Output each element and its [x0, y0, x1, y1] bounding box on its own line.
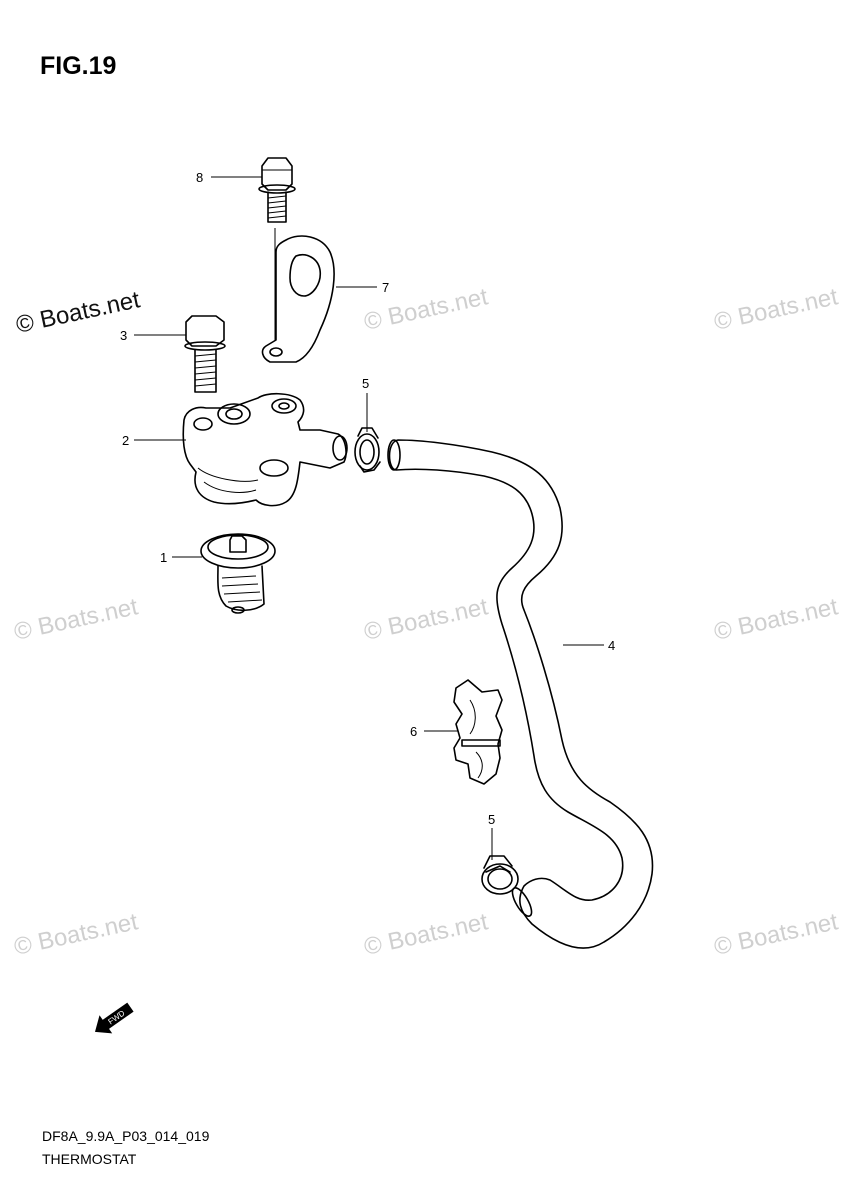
watermark-text: © Boats.net	[12, 593, 141, 646]
watermark-text: © Boats.net	[362, 593, 491, 646]
part-1-thermostat[interactable]	[200, 533, 276, 614]
part-7-bracket[interactable]	[261, 235, 335, 363]
watermark-text: © Boats.net	[11, 0, 140, 4]
watermark-text: © Boats.net	[362, 283, 491, 336]
part-4-hose[interactable]	[387, 439, 654, 949]
watermark-text: © Boats.net	[712, 908, 841, 961]
part-3-bolt[interactable]	[184, 315, 226, 393]
callout-2: 2	[122, 433, 129, 448]
part-8-bolt[interactable]	[258, 157, 296, 340]
callout-7: 7	[382, 280, 389, 295]
callout-4: 4	[608, 638, 615, 653]
watermark-text: © Boats.net	[696, 0, 825, 4]
watermark-text: © Boats.net	[356, 0, 485, 4]
leader-lines	[134, 176, 604, 860]
watermark-text: © Boats.net	[12, 908, 141, 961]
figure-title: FIG.19	[40, 52, 117, 80]
callout-1: 1	[160, 550, 167, 565]
watermark-text: © Boats.net	[712, 283, 841, 336]
part-2-housing[interactable]	[182, 392, 348, 507]
callouts: 8 7 3 5 2 1 4 6 5	[120, 170, 615, 827]
diagram-name: THERMOSTAT	[42, 1151, 137, 1167]
callout-6: 6	[410, 724, 417, 739]
watermark-text: © Boats.net	[362, 908, 491, 961]
callout-5: 5	[488, 812, 495, 827]
watermarks: © Boats.net © Boats.net © Boats.net © Bo…	[11, 0, 841, 961]
callout-5: 5	[362, 376, 369, 391]
watermark-text: © Boats.net	[712, 593, 841, 646]
part-6-holder[interactable]	[453, 679, 503, 785]
diagram-code: DF8A_9.9A_P03_014_019	[42, 1128, 210, 1144]
fwd-arrow-icon: FWD	[94, 1002, 134, 1034]
part-5-clip-lower[interactable]	[481, 855, 519, 895]
callout-8: 8	[196, 170, 203, 185]
callout-3: 3	[120, 328, 127, 343]
part-5-clip-upper[interactable]	[354, 427, 381, 473]
